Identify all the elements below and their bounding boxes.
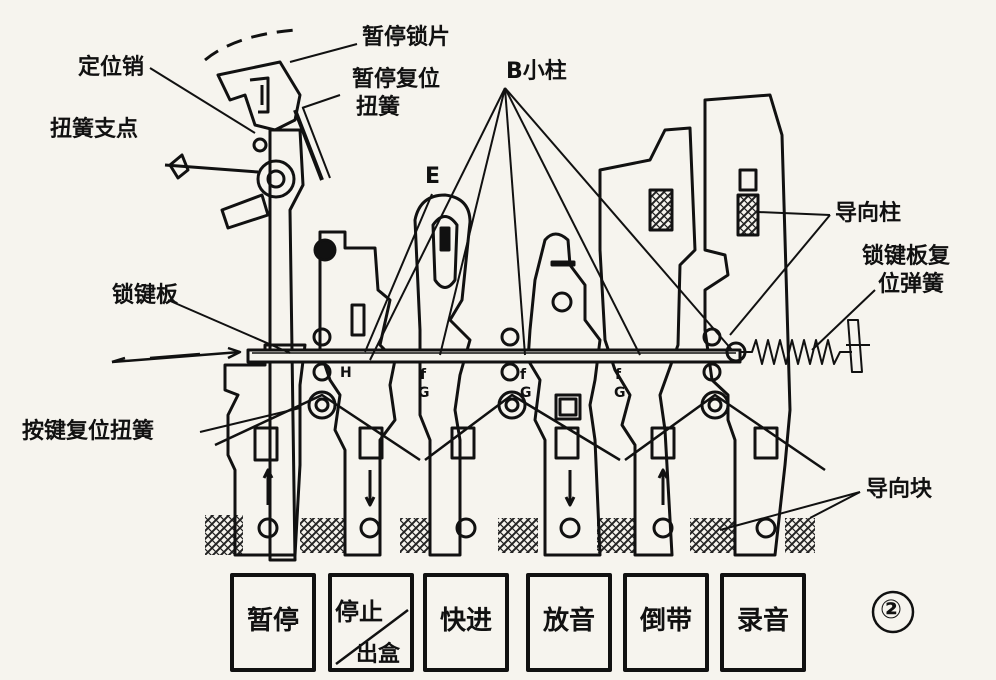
- pause-lock-piece: [204, 28, 302, 132]
- mark-h: H: [340, 365, 352, 381]
- input-arrows: [111, 346, 242, 364]
- key-reset-spring-pivots: [307, 390, 730, 420]
- leader-lines: [149, 43, 876, 531]
- e-label: E: [425, 164, 441, 189]
- key-stem-fast-forward: [413, 193, 509, 672]
- figure-number: ②: [880, 595, 903, 625]
- pause-lever: [164, 107, 331, 562]
- pause-reset-label-line1: 暂停复位: [352, 67, 441, 92]
- key-label-rewind: 倒带: [639, 606, 692, 636]
- key-label-stop: 停止: [335, 598, 383, 626]
- guide-block-label: 导向块: [866, 477, 933, 502]
- pause-lock-label: 暂停锁片: [362, 25, 451, 50]
- guide-block-strip: [205, 515, 815, 555]
- pause-reset-label-line2: 扭簧: [356, 95, 401, 120]
- lock-plate-spring-label-line2: 位弹簧: [878, 272, 945, 297]
- mark-g1: G: [418, 385, 430, 401]
- mark-g3: G: [614, 385, 626, 401]
- key-label-pause: 暂停: [246, 606, 299, 636]
- key-stem-stop-eject: [313, 230, 414, 672]
- key-label-eject: 出盒: [356, 642, 401, 667]
- key-label-play: 放音: [542, 606, 595, 636]
- figure-number-circle: [871, 590, 915, 634]
- key-stem-rewind: [598, 126, 709, 672]
- mark-f3: f: [615, 367, 622, 383]
- b-pillar-label: B小柱: [506, 59, 567, 84]
- mark-g2: G: [520, 385, 532, 401]
- key-label-fast-forward: 快进: [439, 606, 492, 636]
- key-reset-springs: [214, 393, 826, 472]
- mark-f2: f: [520, 367, 527, 383]
- spring-pivot-label: 扭簧支点: [50, 117, 139, 142]
- key-stem-record: [703, 93, 806, 672]
- lock-plate-spring-label-line1: 锁键板复: [862, 244, 951, 269]
- lock-plate: [246, 348, 742, 364]
- locating-pin-label: 定位销: [78, 55, 145, 80]
- key-reset-spring-label: 按键复位扭簧: [22, 419, 155, 444]
- lock-plate-label: 锁键板: [112, 283, 179, 308]
- guide-post-label: 导向柱: [835, 201, 902, 226]
- mark-f1: f: [420, 367, 427, 383]
- lock-plate-reset-spring: [740, 319, 870, 373]
- key-stem-play: [526, 232, 612, 672]
- key-label-record: 录音: [736, 606, 789, 636]
